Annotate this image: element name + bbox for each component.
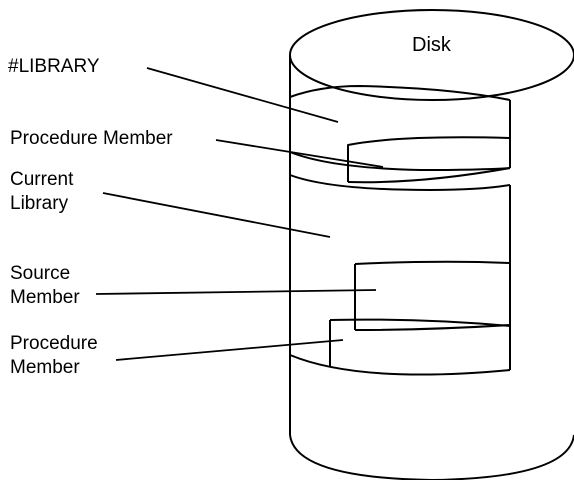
procedure-member-bottom-label: Procedure Member <box>10 332 98 380</box>
current-library-label-line2: Library <box>10 193 69 214</box>
current-library-label: Current Library <box>10 168 73 216</box>
leader-source-member <box>95 289 377 295</box>
procedure-member-bottom-tab <box>329 318 511 367</box>
leader-current-library <box>102 192 331 238</box>
current-library-band <box>289 174 511 376</box>
leader-lines <box>95 67 384 361</box>
source-member-label: Source Member <box>10 262 80 310</box>
procedure-member-bottom-label-line2: Member <box>10 357 80 378</box>
disk-cylinder <box>289 9 574 480</box>
library-label-text: #LIBRARY <box>8 56 100 77</box>
procedure-member-top-label-text: Procedure Member <box>10 128 173 149</box>
procedure-member-bottom-label-line1: Procedure <box>10 333 98 354</box>
leader-procedure-member-bottom <box>115 339 344 361</box>
current-library-label-line1: Current <box>10 169 74 190</box>
source-member-label-line1: Source <box>10 263 71 284</box>
leader-library <box>146 67 339 123</box>
library-band <box>289 85 511 171</box>
library-label: #LIBRARY <box>8 55 100 79</box>
leader-procedure-member-top <box>215 139 384 168</box>
procedure-member-top-tab <box>347 136 511 184</box>
disk-title: Disk <box>412 34 451 56</box>
disk-bottom-curve <box>289 434 574 480</box>
source-member-label-line2: Member <box>10 287 80 308</box>
procedure-member-top-label: Procedure Member <box>10 127 173 151</box>
